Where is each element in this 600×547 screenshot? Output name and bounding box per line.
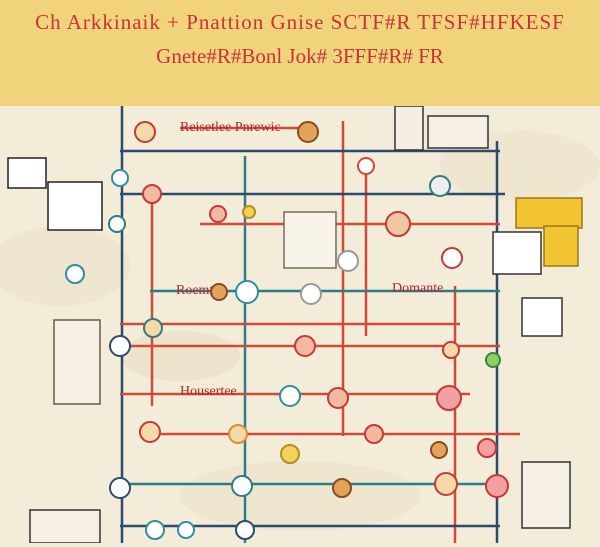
node (357, 157, 375, 175)
archive-box (515, 197, 583, 229)
node (242, 205, 256, 219)
node (485, 352, 501, 368)
node (434, 472, 458, 496)
node (142, 184, 162, 204)
node (337, 250, 359, 272)
doc-panel (7, 157, 47, 189)
node (143, 318, 163, 338)
archive-box (543, 225, 579, 267)
node (228, 424, 248, 444)
node (477, 438, 497, 458)
node (436, 385, 462, 411)
label-left-mid: Roemt (176, 283, 214, 298)
label-lower-left: Housertee (180, 384, 237, 399)
node (111, 169, 129, 187)
node (209, 205, 227, 223)
node (210, 283, 228, 301)
node (485, 474, 509, 498)
building-panel (394, 105, 424, 151)
node (109, 477, 131, 499)
header-banner: Ch Arkkinaik + Pnattion Gnise SCTF#R TFS… (0, 0, 600, 106)
node (441, 247, 463, 269)
node (279, 385, 301, 407)
node (429, 175, 451, 197)
building-panel (427, 115, 489, 149)
doc-panel (53, 319, 101, 405)
title-line-2: Gnete#R#Bonl Jok# 3FFF#R# FR (156, 44, 444, 68)
doc-panel (47, 181, 103, 231)
diagram-board: Reisetlee Pnrewic Roemt Domante Houserte… (0, 105, 600, 544)
diagram-nodes (65, 121, 509, 540)
node (300, 283, 322, 305)
doc-panel (521, 461, 571, 529)
node (235, 520, 255, 540)
doc-panel (29, 509, 101, 544)
map-panel (283, 211, 337, 269)
node (364, 424, 384, 444)
illustration-panels (7, 105, 583, 544)
label-right-mid: Domante (392, 281, 444, 296)
node (109, 335, 131, 357)
node (139, 421, 161, 443)
label-top: Reisetlee Pnrewic (180, 120, 281, 135)
node (430, 441, 448, 459)
node (332, 478, 352, 498)
node (108, 215, 126, 233)
node (442, 341, 460, 359)
node (235, 280, 259, 304)
node (280, 444, 300, 464)
node (65, 264, 85, 284)
node (231, 475, 253, 497)
node (134, 121, 156, 143)
doc-panel (492, 231, 542, 275)
node (177, 521, 195, 539)
node (327, 387, 349, 409)
node (294, 335, 316, 357)
node (145, 520, 165, 540)
doc-panel (521, 297, 563, 337)
node (297, 121, 319, 143)
diagram-canvas (0, 105, 600, 544)
title-line-1: Ch Arkkinaik + Pnattion Gnise SCTF#R TFS… (35, 10, 565, 34)
node (385, 211, 411, 237)
